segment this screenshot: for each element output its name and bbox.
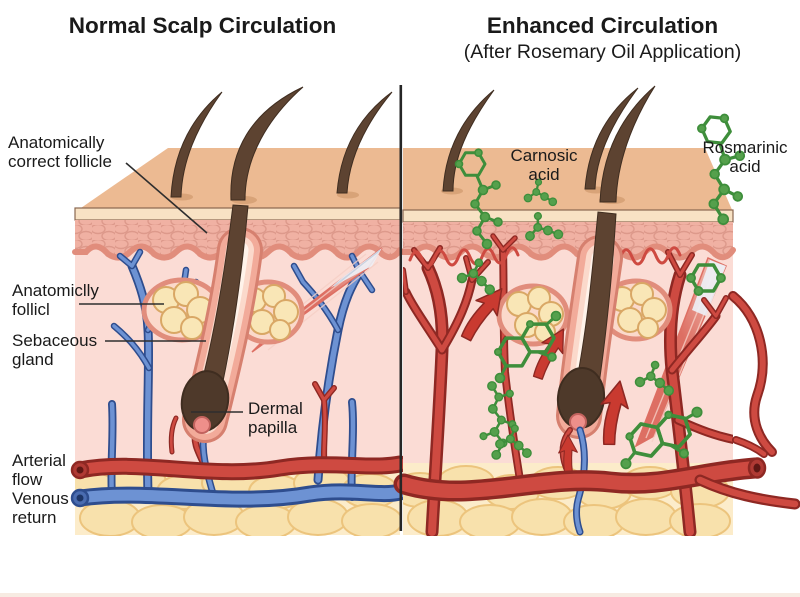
label-anatomically-correct-follicle: Anatomically correct follicle [8, 133, 112, 172]
right-title-subtitle: (After Rosemary Oil Application) [463, 40, 742, 63]
venous-return-vessel [70, 483, 409, 508]
arterial-network [403, 233, 733, 536]
label-carnosic-acid: Carnosic acid [510, 146, 578, 185]
hair-shaft [170, 91, 223, 198]
bottom-edge-artifact [0, 593, 800, 597]
panel-divider-line [399, 85, 403, 531]
leader-line [125, 162, 208, 234]
right-title-main: Enhanced Circulation [486, 13, 719, 38]
label-anatomiclly-follicl: Anatomiclly follicl [12, 281, 99, 320]
label-dermal-papilla: Dermal papilla [248, 399, 303, 438]
right-panel-title: Enhanced Circulation (After Rosemary Oil… [415, 13, 790, 63]
main-artery [393, 457, 800, 510]
left-skin-block [70, 86, 409, 536]
hair-follicle [556, 211, 623, 536]
label-venous-return: Venous return [12, 489, 69, 528]
external-vessel [728, 291, 777, 458]
label-rosmarinic-acid: Rosmarinic acid [702, 138, 788, 177]
dermal-papilla-bulb [193, 416, 211, 434]
hair-shaft [230, 86, 304, 201]
arterial-flow-vessel [70, 455, 409, 481]
right-skin-block [393, 85, 800, 536]
label-sebaceous-gland: Sebaceous gland [12, 331, 98, 370]
left-panel-title: Normal Scalp Circulation [68, 13, 337, 38]
hair-shaft [584, 87, 639, 190]
label-arterial-flow: Arterial flow [12, 451, 66, 490]
hair-follicle [180, 204, 263, 443]
stratum-corneum [402, 209, 734, 223]
hair-shaft [336, 91, 393, 194]
muscle-tendon [330, 248, 382, 288]
hair-shaft [599, 85, 656, 203]
